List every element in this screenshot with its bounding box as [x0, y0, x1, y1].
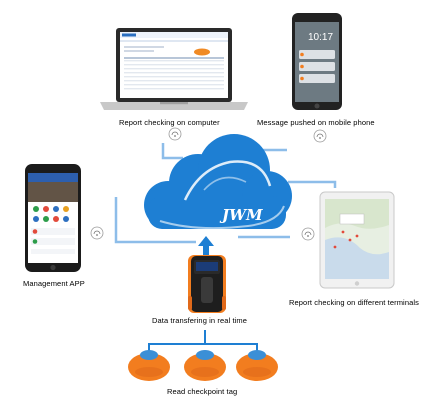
signal-icon-phone — [313, 129, 327, 143]
signal-icon-terminals — [301, 227, 315, 241]
upload-arrow-icon — [198, 236, 214, 258]
caption-report-terminals: Report checking on different terminals — [289, 298, 419, 307]
checkpoint-tag-center — [184, 350, 226, 381]
caption-read-tag: Read checkpoint tag — [167, 387, 237, 396]
tablet-device — [319, 191, 395, 289]
laptop-device — [100, 28, 248, 110]
management-app-phone — [25, 164, 81, 272]
tag-connectors — [148, 330, 258, 352]
phone-time-label: 10:17 — [308, 32, 333, 43]
mobile-phone-notifications — [292, 13, 342, 110]
cloud-icon — [144, 134, 292, 230]
caption-management-app: Management APP — [23, 279, 85, 288]
caption-report-computer: Report checking on computer — [119, 118, 220, 127]
checkpoint-tag-left — [128, 350, 170, 381]
signal-icon-app — [90, 226, 104, 240]
cloud-brand-label: JWM — [219, 206, 263, 224]
handheld-patrol-device — [188, 255, 226, 313]
checkpoint-tag-right — [236, 350, 278, 381]
signal-icon-computer — [168, 127, 182, 141]
caption-data-transfer: Data transfering in real time — [152, 316, 247, 325]
caption-message-phone: Message pushed on mobile phone — [257, 118, 375, 127]
